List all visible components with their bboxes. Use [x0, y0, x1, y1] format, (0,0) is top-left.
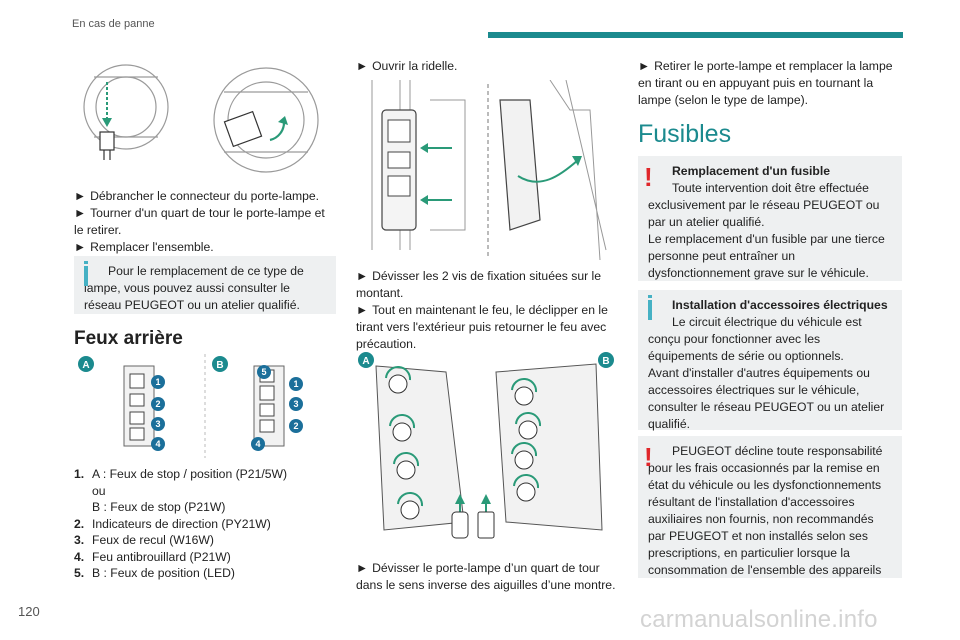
warning-note-fuse: ! Remplacement d'un fusible Toute interv…	[638, 156, 902, 281]
step-unscrew-screws: ►Dévisser les 2 vis de fixation situées …	[356, 269, 602, 300]
svg-text:3: 3	[293, 399, 298, 409]
section-title: En cas de panne	[72, 18, 155, 30]
arrow-icon: ►	[356, 269, 369, 283]
rear-lights-figure: A B 1 2 3 4 5 1 3 2 4	[78, 354, 303, 458]
arrow-icon: ►	[74, 189, 87, 203]
page-number: 120	[18, 604, 40, 619]
info-text: Le circuit électrique du véhicule est co…	[648, 315, 862, 363]
warning-text-2: Le remplacement d'un fusible par une tie…	[648, 232, 885, 280]
warning-note-liability: ! PEUGEOT décline toute responsabilité p…	[638, 436, 902, 578]
info-note-text: Pour le remplacement de ce type de lampe…	[84, 264, 304, 312]
header-accent-bar	[488, 32, 903, 38]
warning-icon: !	[644, 162, 653, 192]
label-b: B	[602, 356, 609, 367]
heading-feux-arriere: Feux arrière	[74, 328, 183, 349]
arrow-icon: ►	[74, 206, 87, 220]
arrow-icon: ►	[74, 240, 87, 254]
badge-a-icon: A	[78, 356, 94, 372]
badge-b-icon: B	[212, 356, 228, 372]
info-note-accessories: Installation d'accessoires électriques L…	[638, 290, 902, 431]
svg-text:5: 5	[261, 367, 266, 377]
bulb-holder-illustration: A B	[358, 352, 614, 539]
label-a: A	[82, 360, 89, 371]
arrow-icon: ►	[638, 59, 651, 73]
heading-fusibles: Fusibles	[638, 120, 732, 148]
step-replace: ►Remplacer l'ensemble.	[74, 240, 214, 254]
step-unclip-light: ►Tout en maintenant le feu, le déclipper…	[356, 303, 608, 351]
step-unscrew-holder: ►Dévisser le porte-lampe d’un quart de t…	[356, 561, 616, 592]
info-title: Installation d'accessoires électriques	[672, 298, 888, 312]
label-a: A	[362, 356, 369, 367]
info-text-2: Avant d'installer d'autres équipements o…	[648, 366, 885, 431]
bulb-list: 1.A : Feux de stop / position (P21/5W) o…	[74, 466, 336, 582]
list-item: 5.B : Feux de position (LED)	[74, 566, 235, 580]
badge-a-icon: A	[358, 352, 374, 368]
arrow-icon: ►	[356, 59, 369, 73]
info-icon	[84, 266, 88, 286]
svg-text:2: 2	[155, 399, 160, 409]
svg-text:2: 2	[293, 421, 298, 431]
list-item: 3.Feux de recul (W16W)	[74, 533, 214, 547]
step-remove-holder: ►Retirer le porte-lampe et remplacer la …	[638, 59, 893, 107]
svg-text:3: 3	[155, 419, 160, 429]
svg-text:4: 4	[155, 439, 160, 449]
warning-title: Remplacement d'un fusible	[672, 164, 830, 178]
arrow-icon: ►	[356, 561, 369, 575]
watermark: carmanualsonline.info	[640, 606, 878, 633]
list-item: 2.Indicateurs de direction (PY21W)	[74, 516, 271, 531]
list-item-cont: B : Feux de stop (P21W)	[92, 500, 226, 514]
arrow-icon: ►	[356, 303, 369, 317]
info-note-col1: Pour le remplacement de ce type de lampe…	[74, 256, 336, 314]
svg-text:1: 1	[155, 377, 160, 387]
warning-icon: !	[644, 442, 653, 472]
badge-b-icon: B	[598, 352, 614, 368]
step-turn: ►Tourner d'un quart de tour le porte-lam…	[74, 206, 325, 237]
info-icon-dot	[84, 261, 88, 264]
label-b: B	[216, 360, 223, 371]
step-unplug: ►Débrancher le connecteur du porte-lampe…	[74, 189, 320, 203]
warning-text: Toute intervention doit être effectuée e…	[648, 181, 880, 229]
info-icon-dot	[648, 295, 652, 298]
info-icon	[648, 300, 652, 320]
svg-text:1: 1	[293, 379, 298, 389]
svg-text:4: 4	[255, 439, 260, 449]
list-item: 1.A : Feux de stop / position (P21/5W)	[74, 467, 288, 481]
liability-text: PEUGEOT décline toute responsabilité pou…	[648, 444, 883, 577]
list-item: 4.Feu antibrouillard (P21W)	[74, 549, 231, 564]
list-item-cont: ou	[92, 483, 106, 498]
step-open-tailgate: ►Ouvrir la ridelle.	[356, 59, 458, 73]
fog-lamp-illustration	[83, 64, 319, 173]
tail-light-removal-illustration	[371, 80, 607, 260]
